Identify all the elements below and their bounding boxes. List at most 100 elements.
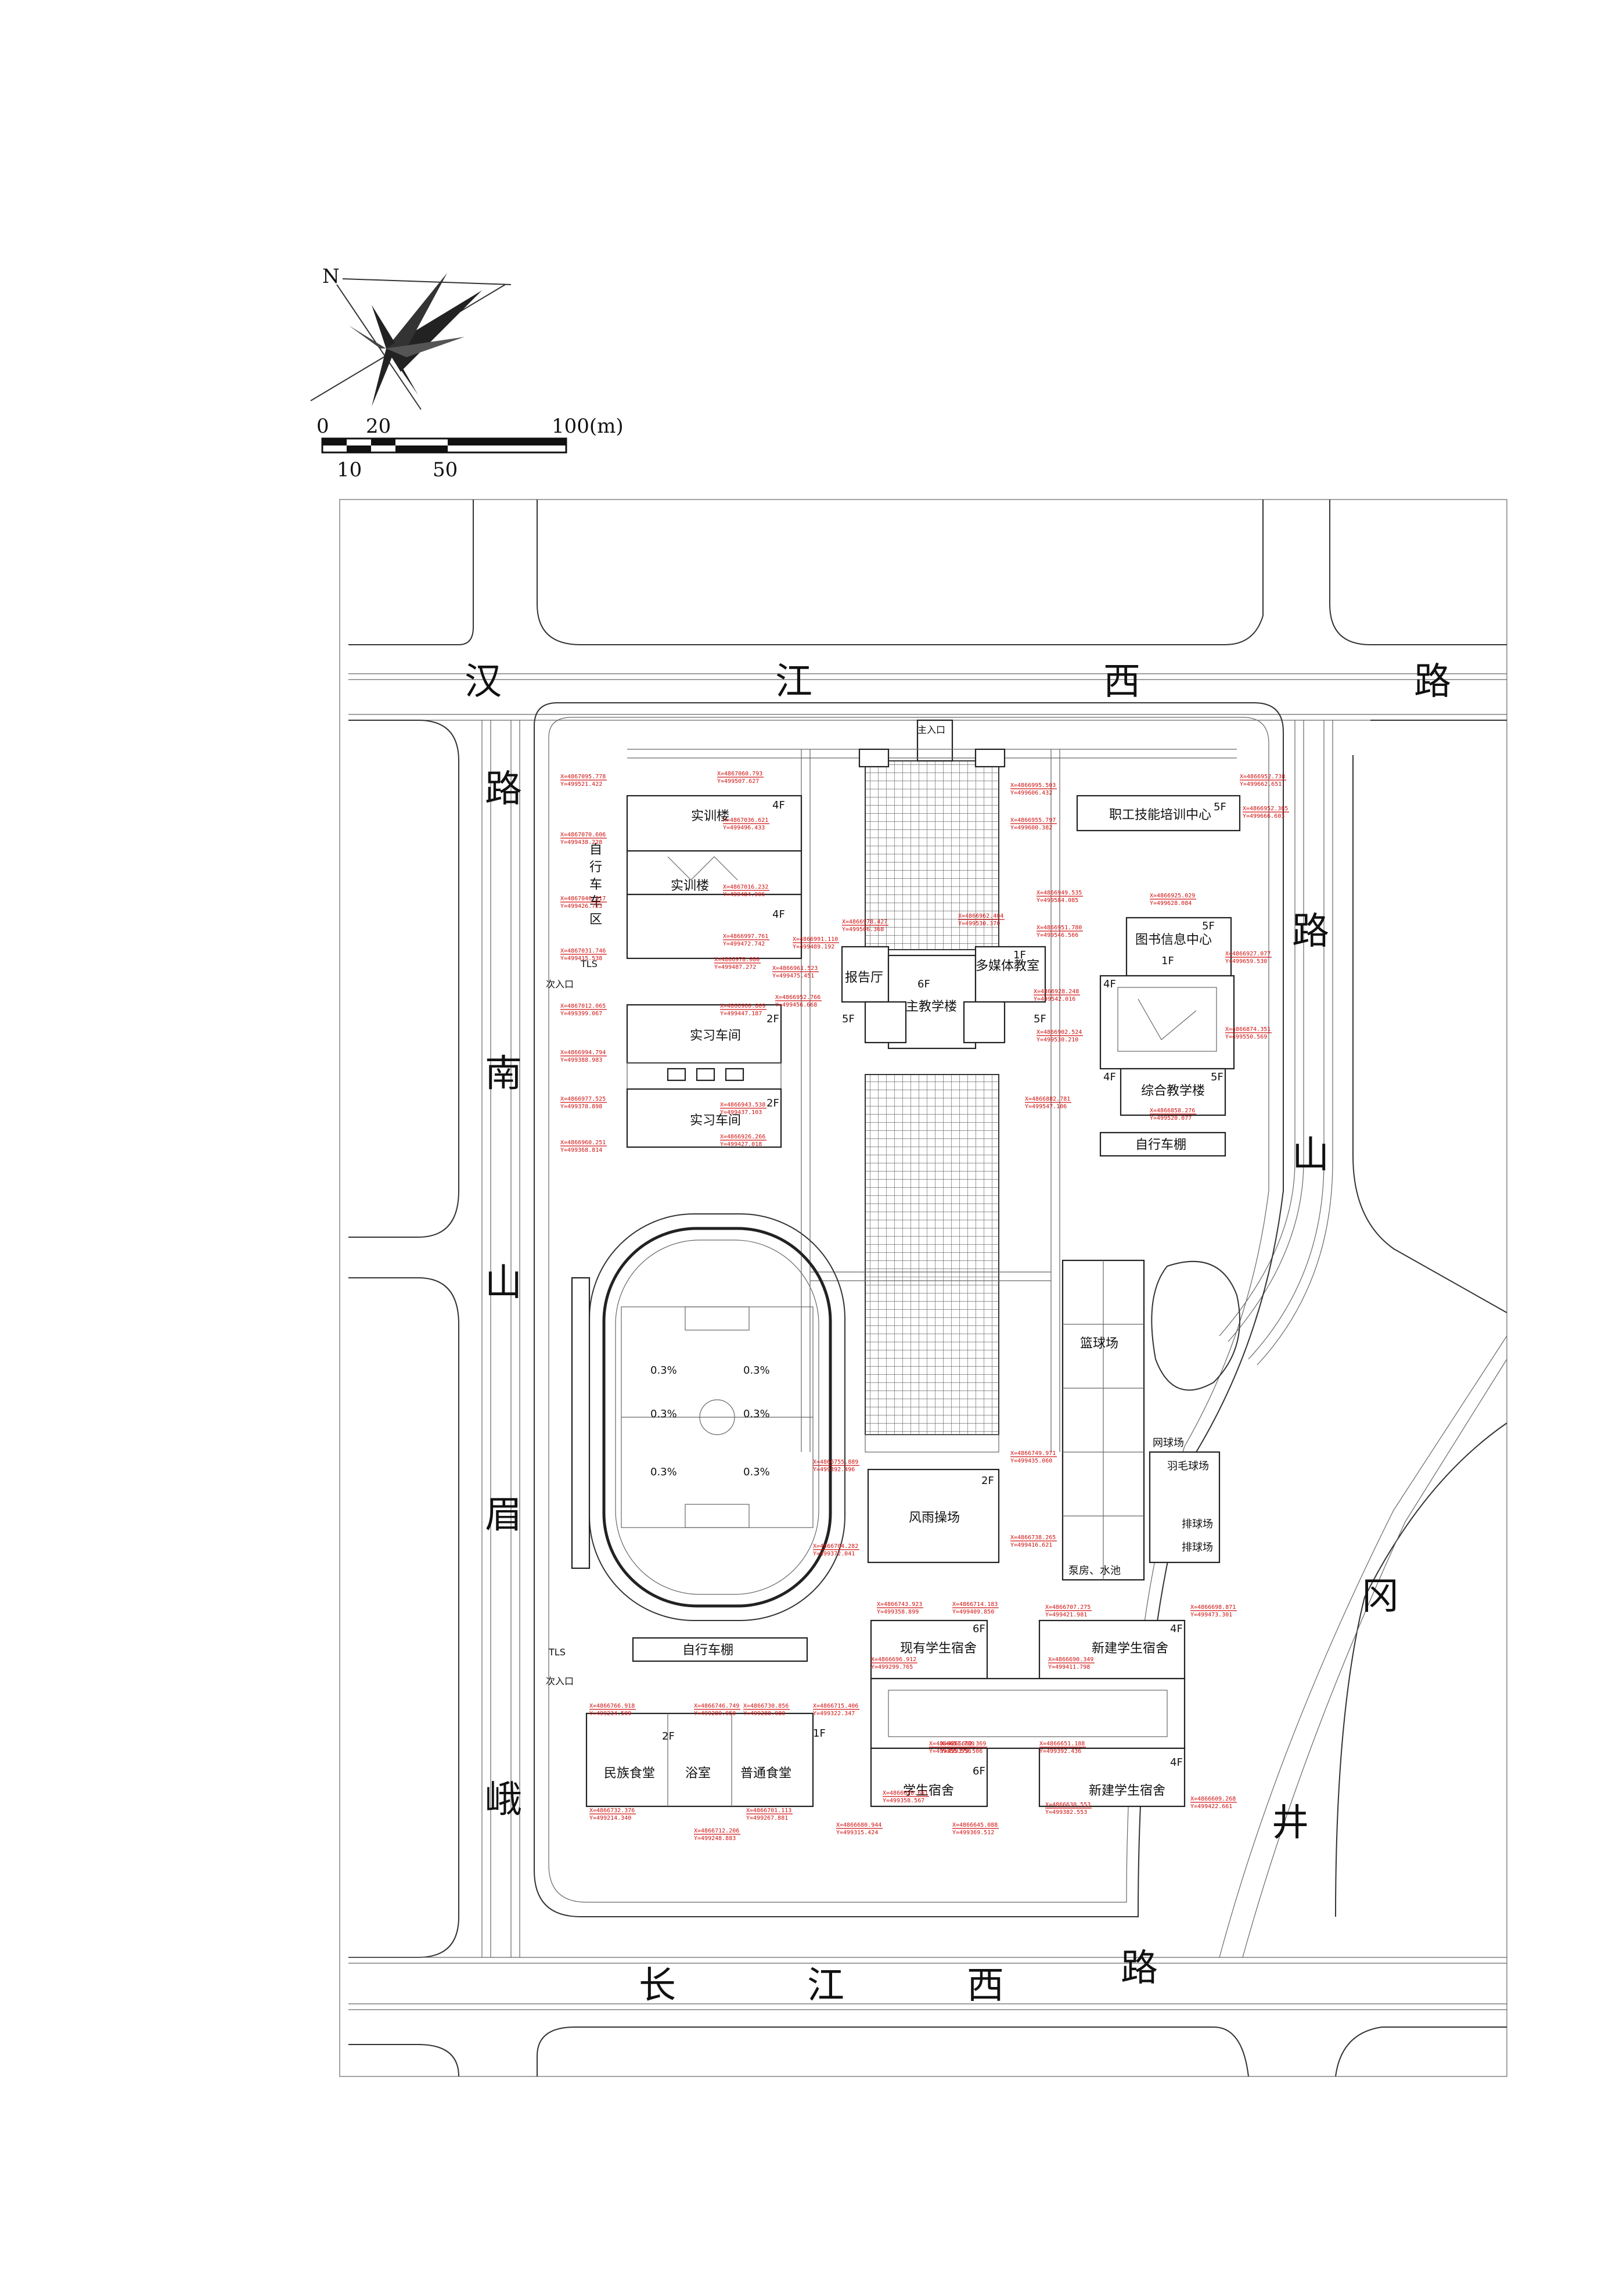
- multimedia-floor: 5F: [1034, 1013, 1046, 1025]
- north-letter: N: [322, 265, 340, 288]
- coord-y-48: Y=499315.424: [836, 1830, 878, 1836]
- library-floor: 5F: [1202, 920, 1215, 932]
- tennis-label: 网球场: [1153, 1437, 1184, 1449]
- road-south-2: 江: [807, 1964, 844, 2007]
- coord-y-0: Y=499521.422: [560, 781, 602, 788]
- sports-courts: 篮球场 泵房、水池 网球场 羽毛球场 排球场 排球场: [1061, 1259, 1240, 1581]
- lecture-hall-label: 报告厅: [845, 971, 883, 985]
- road-east-4: 井: [1272, 1802, 1309, 1845]
- coord-y-49: Y=499369.512: [952, 1830, 994, 1836]
- new-dorm-label: 新建学生宿舍: [1092, 1641, 1168, 1656]
- coord-x-32: X=4866960.251: [560, 1140, 606, 1146]
- coord-y-44: Y=499379.506: [941, 1748, 983, 1755]
- coord-y-28: Y=499547.106: [1025, 1104, 1067, 1110]
- coord-y-33: Y=499427.018: [720, 1141, 762, 1148]
- coord-y-7: Y=499472.742: [723, 941, 765, 947]
- bathhouse-label: 浴室: [685, 1766, 711, 1781]
- coord-y-18: Y=499489.192: [793, 944, 834, 950]
- ethnic-canteen-label: 民族食堂: [604, 1766, 655, 1781]
- coord-x-3: X=4867036.621: [723, 817, 768, 824]
- road-north-4: 路: [1414, 660, 1451, 703]
- coord-y-43: Y=499299.765: [871, 1664, 913, 1670]
- slope-0: 0.3%: [650, 1364, 677, 1377]
- workshop-2-label: 实习车间: [690, 1113, 741, 1128]
- coord-x-46: X=4866609.268: [1190, 1796, 1236, 1802]
- coord-x-16: X=4866962.404: [958, 913, 1003, 919]
- coord-y-6: Y=499415.538: [560, 955, 602, 962]
- coord-y-40: Y=499421.981: [1045, 1612, 1087, 1618]
- road-east-3: 冈: [1362, 1575, 1399, 1618]
- main-floor: 6F: [917, 978, 930, 990]
- coord-x-45: X=4866651.188: [1039, 1741, 1085, 1747]
- bike-shed-track-label: 自行车棚: [682, 1643, 733, 1658]
- coord-y-15: Y=499546.566: [1037, 932, 1078, 939]
- coord-x-4: X=4867046.917: [560, 896, 606, 902]
- existing-dorm-floor: 6F: [973, 1623, 985, 1635]
- workshop-floor: 2F: [766, 1013, 779, 1025]
- coord-y-2: Y=499438.228: [560, 839, 602, 846]
- tls-marker-top: TLS: [580, 958, 598, 969]
- svg-text:自: 自: [589, 843, 602, 857]
- coord-x-55: X=4866732.376: [589, 1808, 635, 1814]
- covered-floor: 2F: [981, 1475, 994, 1487]
- coord-y-37: Y=499372.041: [813, 1551, 855, 1557]
- road-labels: 汉 江 西 路 路 南 山 眉 峨 长 江 西 路 路 山 冈 井: [465, 660, 1451, 2007]
- coord-x-33: X=4866926.266: [720, 1134, 765, 1140]
- coord-x-12: X=4866925.029: [1150, 893, 1195, 899]
- road-north-1: 汉: [465, 660, 502, 703]
- coord-y-17: Y=499506.368: [842, 926, 884, 933]
- coord-y-22: Y=499447.187: [720, 1011, 762, 1017]
- canteen-floor: 2F: [662, 1730, 675, 1742]
- training-building-label: 实训楼: [691, 809, 729, 824]
- coord-x-28: X=4866882.781: [1025, 1096, 1070, 1102]
- multimedia-label: 多媒体教室: [976, 959, 1039, 973]
- lecture-floor: 5F: [842, 1013, 855, 1025]
- scale-label-0: 0: [316, 415, 329, 438]
- coord-y-24: Y=499542.016: [1034, 996, 1075, 1003]
- coord-x-38: X=4866743.923: [877, 1601, 922, 1608]
- slope-1: 0.3%: [743, 1364, 770, 1377]
- coord-x-42: X=4866690.349: [1048, 1657, 1093, 1663]
- coord-x-25: X=4866902.524: [1037, 1029, 1082, 1036]
- coord-y-32: Y=499368.814: [560, 1147, 602, 1154]
- coord-y-42: Y=499411.798: [1048, 1664, 1090, 1670]
- coord-y-38: Y=499358.899: [877, 1609, 919, 1615]
- bike-shed-east-label: 自行车棚: [1135, 1138, 1186, 1152]
- coord-x-56: X=4866712.206: [694, 1828, 739, 1834]
- coord-y-20: Y=499475.451: [772, 973, 814, 979]
- coord-y-23: Y=499437.103: [720, 1109, 762, 1116]
- slope-4: 0.3%: [650, 1466, 677, 1478]
- coord-x-20: X=4866961.523: [772, 965, 818, 972]
- coord-x-51: X=4866766.918: [589, 1703, 635, 1709]
- coord-y-8: Y=499606.432: [1010, 790, 1052, 796]
- coord-y-56: Y=499248.883: [694, 1835, 736, 1842]
- main-teaching-label: 主教学楼: [906, 1000, 957, 1014]
- road-east-1: 路: [1292, 910, 1329, 953]
- training-building-2-label: 实训楼: [671, 879, 709, 893]
- coord-y-11: Y=499666.603: [1243, 813, 1284, 820]
- coord-x-47: X=4866628.651: [883, 1790, 928, 1796]
- coord-x-21: X=4866952.766: [775, 994, 821, 1001]
- coord-x-36: X=4866738.265: [1010, 1535, 1056, 1541]
- coord-y-52: Y=499280.050: [694, 1711, 736, 1717]
- coord-y-36: Y=499416.621: [1010, 1542, 1052, 1548]
- coord-y-29: Y=499399.067: [560, 1011, 602, 1017]
- training-2-floor: 4F: [772, 908, 785, 921]
- road-east-2: 山: [1292, 1134, 1329, 1177]
- coord-x-41: X=4866698.871: [1190, 1604, 1236, 1611]
- scale-label-100m: 100(m): [552, 415, 624, 438]
- scale-label-20: 20: [366, 415, 391, 438]
- coord-y-51: Y=499234.509: [589, 1711, 631, 1717]
- coord-x-22: X=4866960.809: [720, 1003, 765, 1009]
- slope-3: 0.3%: [743, 1408, 770, 1420]
- coord-y-26: Y=499550.569: [1225, 1034, 1267, 1040]
- coord-y-12: Y=499628.084: [1150, 900, 1192, 907]
- side-entrance-top-label: 次入口: [546, 979, 574, 990]
- coord-x-8: X=4866995.503: [1010, 782, 1056, 789]
- existing-dorm-label: 现有学生宿舍: [900, 1641, 977, 1656]
- coord-y-46: Y=499422.661: [1190, 1803, 1232, 1810]
- road-west-0: 南: [485, 1052, 522, 1095]
- running-track: 0.3% 0.3% 0.3% 0.3% 0.3% 0.3% 自行车棚: [571, 1213, 845, 1662]
- road-south-1: 长: [639, 1964, 676, 2007]
